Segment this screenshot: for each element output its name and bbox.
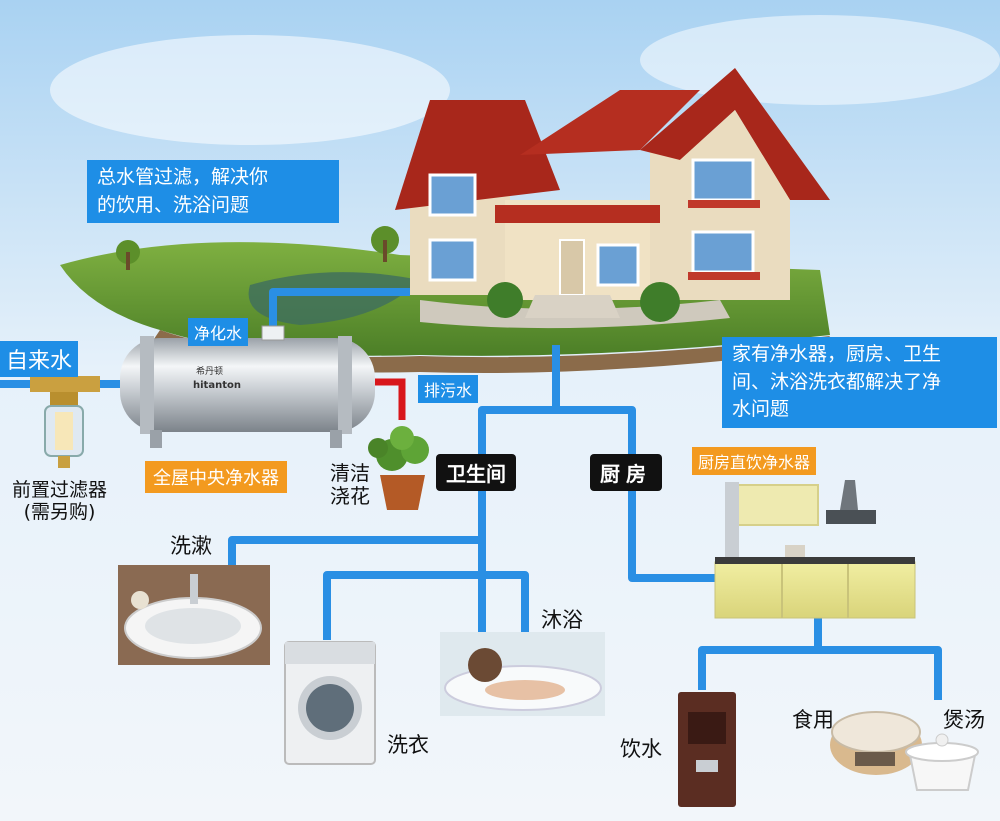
- rice-cooker-icon: [830, 711, 922, 775]
- drain-water-label: 排污水: [418, 375, 479, 403]
- drinking-label: 饮水: [620, 737, 662, 761]
- tank-brand-en: hitanton: [193, 380, 241, 391]
- pre-filter-icon: [30, 376, 100, 468]
- watering-label-line-2: 浇花: [330, 484, 370, 508]
- drain-pipe: [375, 378, 406, 420]
- home-callout: 家有净水器，厨房、卫生 间、沐浴洗衣都解决了净 水问题: [722, 337, 997, 428]
- plant-pot-icon: [368, 426, 429, 510]
- main-pipe-callout: 总水管过滤，解决你 的饮用、洗浴问题: [87, 160, 339, 224]
- kitchen-label: 厨房: [590, 454, 662, 491]
- home-callout-line-1: 家有净水器，厨房、卫生: [732, 343, 942, 365]
- pre-filter-label-line-1: 前置过滤器: [12, 479, 108, 501]
- cooking-label: 食用: [792, 708, 834, 732]
- home-callout-line-3: 水问题: [732, 398, 790, 421]
- bathroom-label: 卫生间: [436, 454, 516, 491]
- main-pipe-callout-line-2: 的饮用、洗浴问题: [97, 193, 250, 216]
- house-icon: [395, 68, 830, 322]
- soup-label: 煲汤: [943, 708, 985, 732]
- pre-filter-label-line-2: (需另购): [23, 500, 96, 523]
- basin-icon: [118, 565, 270, 665]
- pipe-network: [0, 288, 942, 700]
- pre-filter-label: 前置过滤器 (需另购): [12, 479, 108, 524]
- laundry-label: 洗衣: [387, 733, 429, 757]
- bathtub-icon: [440, 632, 605, 716]
- central-purifier-label: 全屋中央净水器: [145, 461, 287, 493]
- tank-brand-cn: 希丹顿: [196, 365, 223, 377]
- purified-water-label: 净化水: [188, 318, 249, 346]
- watering-label: 清洁 浇花: [330, 462, 370, 508]
- watering-label-line-1: 清洁: [330, 461, 370, 485]
- water-dispenser-icon: [678, 692, 736, 807]
- bath-label: 沐浴: [541, 608, 583, 632]
- purifier-tank-icon: 希丹顿 hitanton: [120, 325, 375, 448]
- kitchen-purifier-label: 厨房直饮净水器: [692, 447, 817, 475]
- soup-pot-icon: [905, 733, 979, 791]
- home-callout-line-2: 间、沐浴洗衣都解决了净: [732, 370, 942, 393]
- washing-machine-icon: [284, 641, 376, 765]
- kitchen-icon: [714, 480, 916, 619]
- tap-water-label: 自来水: [0, 341, 79, 377]
- main-pipe-callout-line-1: 总水管过滤，解决你: [97, 166, 269, 188]
- wash-label: 洗漱: [170, 534, 212, 558]
